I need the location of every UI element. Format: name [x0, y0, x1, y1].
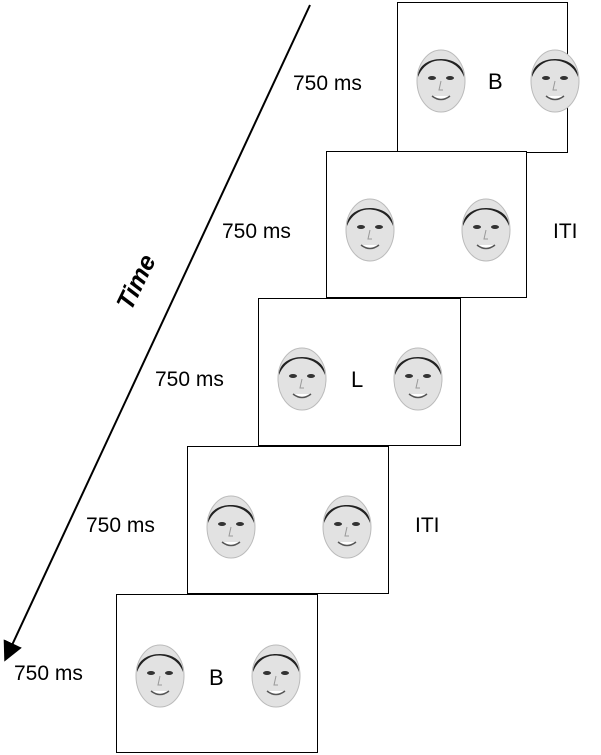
stimulus-frame-4 — [187, 446, 389, 594]
stimulus-frame-1: B — [397, 2, 580, 153]
target-letter: B — [488, 69, 503, 94]
duration-label: 750 ms — [14, 662, 83, 685]
stimulus-frame-2 — [326, 151, 527, 298]
face-right — [321, 491, 373, 559]
target-letter: B — [209, 665, 224, 690]
target-letter: L — [351, 367, 364, 392]
iti-label: ITI — [415, 514, 440, 537]
face-right — [460, 194, 512, 262]
face-left — [276, 343, 328, 411]
iti-label: ITI — [553, 220, 578, 243]
face-right — [392, 343, 444, 411]
face-right — [250, 640, 302, 708]
stimulus-frame-3: L — [258, 298, 461, 446]
stimulus-frame-5: B — [116, 594, 318, 753]
face-right — [529, 45, 581, 113]
duration-label: 750 ms — [86, 514, 155, 537]
face-left — [205, 491, 257, 559]
duration-label: 750 ms — [293, 72, 362, 95]
face-left — [344, 194, 396, 262]
duration-label: 750 ms — [222, 220, 291, 243]
face-left — [134, 640, 186, 708]
face-left — [415, 45, 467, 113]
duration-label: 750 ms — [155, 368, 224, 391]
